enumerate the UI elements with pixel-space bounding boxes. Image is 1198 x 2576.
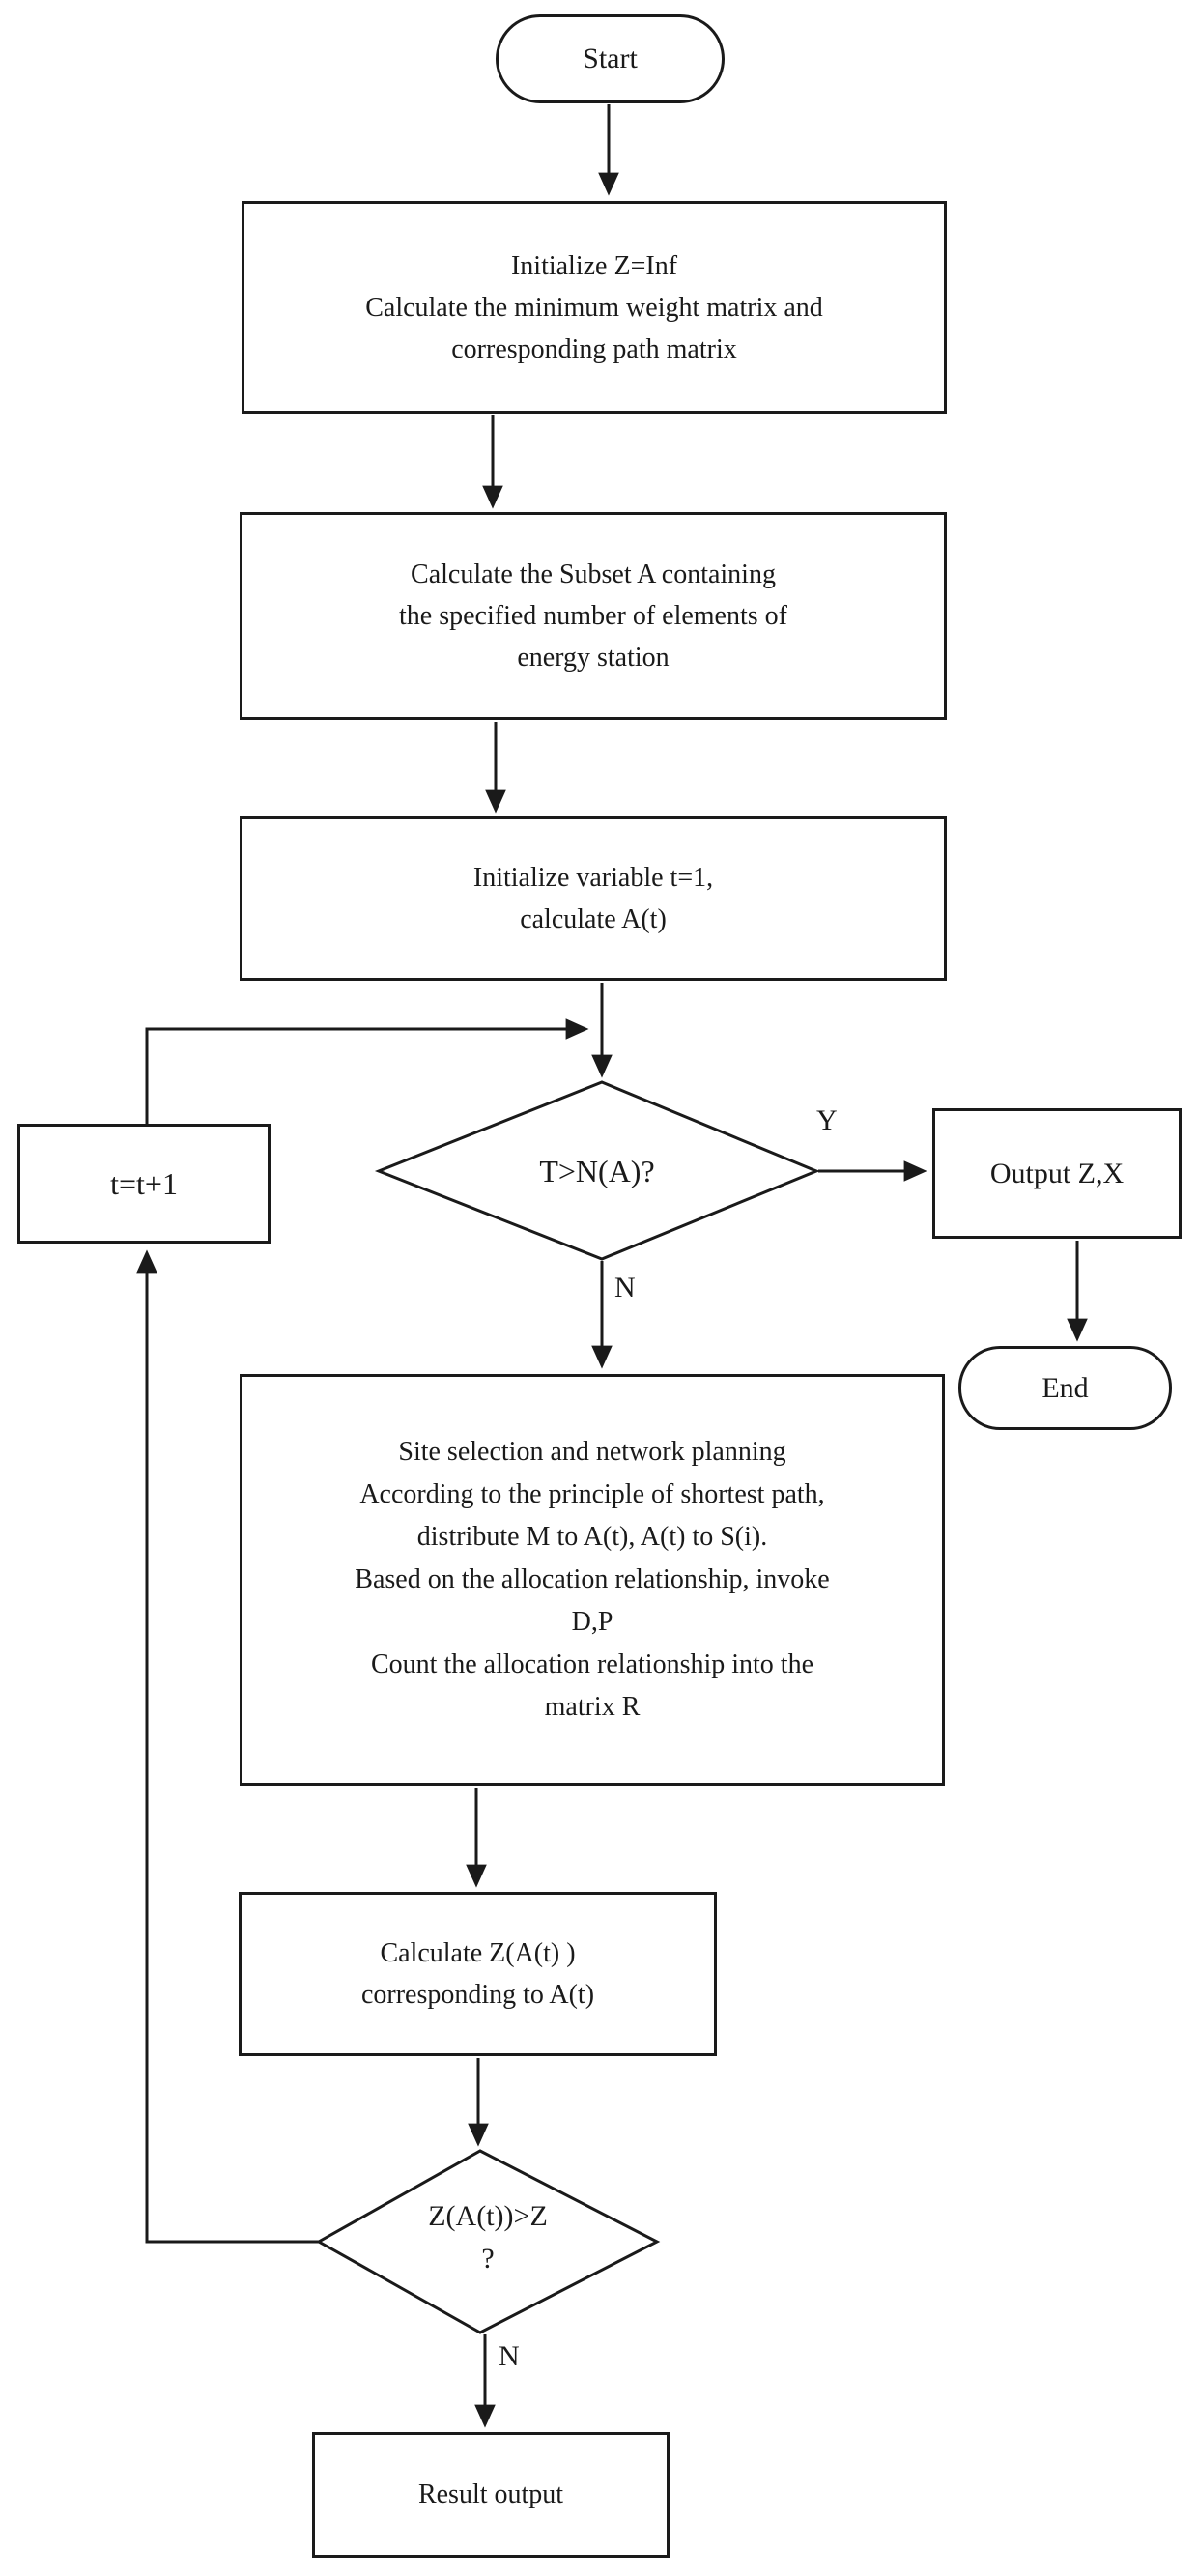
- start-label: Start: [583, 43, 638, 74]
- init-variable-line: Initialize variable t=1,: [472, 863, 714, 893]
- init-variable-node: Initialize variable t=1, calculate A(t): [240, 816, 947, 981]
- init-variable-line: calculate A(t): [520, 904, 667, 934]
- init-weight-matrix-line: corresponding path matrix: [451, 333, 737, 364]
- result-output-label: Result output: [417, 2479, 564, 2509]
- site-selection-line: D,P: [571, 1607, 613, 1637]
- site-selection-line: Count the allocation relationship into t…: [370, 1649, 814, 1679]
- calc-subset-node: Calculate the Subset A containing the sp…: [240, 512, 947, 720]
- t-increment-node: t=t+1: [17, 1124, 271, 1244]
- arrow-decision2-to-tloop: [136, 1249, 319, 2244]
- init-weight-matrix-line: Initialize Z=Inf: [510, 250, 678, 281]
- result-output-node: Result output: [312, 2432, 670, 2558]
- end-node: End: [958, 1346, 1172, 1430]
- calc-subset-line: energy station: [517, 643, 670, 673]
- site-selection-node: Site selection and network planning Acco…: [240, 1374, 945, 1786]
- site-selection-line: distribute M to A(t), A(t) to S(i).: [416, 1522, 768, 1552]
- decision-z-gt-z-diamond: [315, 2149, 661, 2334]
- end-label: End: [1041, 1371, 1089, 1404]
- edge-label-yes: Y: [816, 1104, 838, 1136]
- site-selection-line: According to the principle of shortest p…: [359, 1479, 825, 1509]
- decision-z-gt-z-text: ?: [481, 2243, 495, 2275]
- edge-label-no-second: N: [499, 2340, 520, 2372]
- decision-z-gt-z-label: Z(A(t))>Z ?: [319, 2191, 657, 2284]
- output-zx-node: Output Z,X: [932, 1108, 1182, 1239]
- init-weight-matrix-node: Initialize Z=Inf Calculate the minimum w…: [242, 201, 947, 414]
- decision-z-gt-z-text: Z(A(t))>Z: [428, 2200, 548, 2232]
- edge-label-no-first: N: [614, 1272, 636, 1303]
- site-selection-line: Site selection and network planning: [398, 1437, 786, 1467]
- calc-z-line: Calculate Z(A(t) ): [380, 1938, 576, 1968]
- calc-subset-line: the specified number of elements of: [399, 601, 787, 631]
- decision-t-gt-na-label: T>N(A)?: [379, 1150, 815, 1192]
- site-selection-line: matrix R: [544, 1692, 641, 1722]
- calc-z-line: corresponding to A(t): [360, 1980, 595, 2010]
- arrow-tloop-to-mainline: [145, 1018, 589, 1124]
- output-zx-label: Output Z,X: [989, 1157, 1125, 1189]
- site-selection-line: Based on the allocation relationship, in…: [355, 1564, 830, 1594]
- decision-t-gt-na-text: T>N(A)?: [539, 1153, 655, 1188]
- decision-t-gt-na-diamond: [374, 1080, 820, 1261]
- calc-subset-line: Calculate the Subset A containing: [411, 559, 776, 589]
- t-increment-label: t=t+1: [110, 1165, 178, 1201]
- init-weight-matrix-line: Calculate the minimum weight matrix and: [365, 292, 823, 323]
- calc-z-node: Calculate Z(A(t) ) corresponding to A(t): [239, 1892, 717, 2056]
- start-node: Start: [496, 14, 725, 103]
